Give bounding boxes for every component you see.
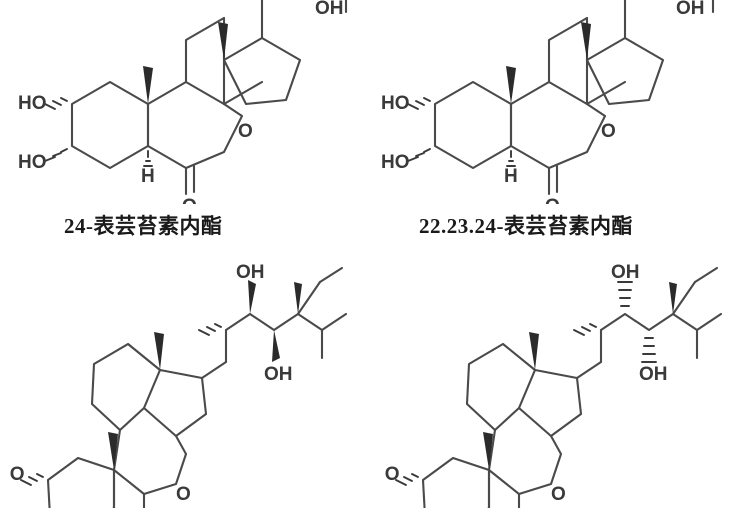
- caption-top-right: 22.23.24-表芸苔素内酯: [419, 214, 633, 238]
- hash-3a-2: [415, 152, 425, 157]
- bond-d-ring: [222, 36, 302, 106]
- bond-c17-ring: [200, 360, 228, 380]
- hash-2a-2: [415, 100, 425, 106]
- hash-c21-2: [206, 326, 216, 332]
- structure-diagram-bottom-left: OH OH HO HO O: [10, 258, 380, 508]
- bond-lactone-ring: [509, 102, 607, 170]
- wedge-methyl-c10: [143, 66, 153, 104]
- hash-3a-1: [60, 148, 68, 153]
- hash-3a-3: [44, 156, 56, 162]
- hash-2a-1: [36, 473, 44, 478]
- bond-isopropyl: [296, 312, 348, 332]
- label-ho-2alpha: HO: [18, 93, 47, 114]
- label-ho-3alpha: HO: [18, 152, 47, 173]
- hash-c21-1: [589, 323, 597, 328]
- label-oh-sidechain: OH: [315, 0, 344, 19]
- structure-svg-bottom-right: OH OH HO HO O: [385, 262, 723, 508]
- bond-b-lactone: [487, 428, 563, 496]
- bond-ethyl-terminus: [693, 266, 719, 284]
- bond-a-ring: [46, 456, 116, 508]
- wedge-ethyl: [669, 282, 677, 314]
- wedge-ethyl: [294, 282, 302, 314]
- bond-b-upper: [509, 16, 589, 106]
- bond-c-2: [184, 58, 226, 106]
- label-o-lactone: O: [601, 121, 616, 142]
- label-oh-22: OH: [611, 262, 640, 283]
- label-h-junction: H: [504, 166, 518, 187]
- label-oh-23: OH: [264, 364, 293, 385]
- label-o-carbonyl: O: [182, 196, 197, 204]
- label-h-junction: H: [141, 166, 155, 187]
- bond-b-lactone: [112, 428, 188, 496]
- bond-d-ring: [585, 36, 665, 106]
- hash-3a-3: [407, 156, 419, 162]
- bond-ring-a: [70, 80, 150, 170]
- hash-c21-1: [214, 323, 222, 328]
- label-oh-22: OH: [236, 262, 265, 283]
- hash-2a-2: [52, 100, 62, 106]
- wedge-methyl-c13: [154, 332, 164, 370]
- label-ho-2alpha: HO: [381, 93, 410, 114]
- label-oh-sidechain: OH: [676, 0, 705, 19]
- hash-2a-2: [28, 476, 38, 482]
- label-oh-23: OH: [639, 364, 668, 385]
- structure-svg-top-left: HO HO H O O OH: [18, 0, 348, 204]
- hash-2a-2: [403, 476, 413, 482]
- bond-sidechain-backbone: [224, 280, 322, 332]
- bond-d-ring: [142, 368, 208, 438]
- bond-lactone-ring: [146, 102, 244, 170]
- bond-d-ring: [517, 368, 583, 438]
- label-ho-2alpha: HO: [385, 464, 400, 485]
- caption-top-left: 24-表芸苔素内酯: [64, 214, 223, 238]
- bond-ring-a: [433, 80, 513, 170]
- bond-c-ring: [90, 342, 162, 432]
- label-o-lactone: O: [238, 121, 253, 142]
- label-ho-2alpha: HO: [10, 464, 25, 485]
- hash-c21-3: [198, 329, 210, 336]
- bond-c-2: [547, 58, 589, 106]
- wedge-methyl-c10: [483, 432, 493, 470]
- hash-2a-3: [44, 103, 56, 110]
- wedge-oh-22: [248, 280, 256, 314]
- bond-ethyl-terminus: [318, 266, 344, 284]
- bond-isopropyl: [671, 312, 723, 332]
- wedge-methyl-c13: [529, 332, 539, 370]
- wedge-methyl-c10: [108, 432, 118, 470]
- wedge-methyl-c13: [218, 22, 228, 60]
- wedge-methyl-c10: [506, 66, 516, 104]
- hash-3a-2: [52, 152, 62, 157]
- hash-2a-1: [411, 473, 419, 478]
- hash-3a-1: [423, 148, 431, 153]
- label-o-carbonyl: O: [545, 196, 560, 204]
- wedge-oh-23: [272, 330, 280, 362]
- hash-c21-3: [573, 329, 585, 336]
- bond-c17-ring: [575, 360, 603, 380]
- wedge-methyl-c13: [581, 22, 591, 60]
- hash-2a-3: [395, 479, 407, 486]
- hash-2a-3: [20, 479, 32, 486]
- hash-c21-2: [581, 326, 591, 332]
- structure-diagram-bottom-right: OH OH HO HO O: [385, 258, 750, 508]
- structure-svg-bottom-left: OH OH HO HO O: [10, 262, 348, 508]
- bond-c-3: [585, 80, 627, 106]
- bond-b-upper: [146, 16, 226, 106]
- structure-diagram-top-right: HO HO H O O OH: [373, 0, 718, 204]
- label-o-lactone: O: [176, 484, 191, 505]
- hash-2a-3: [407, 103, 419, 110]
- bond-a-ring: [421, 456, 491, 508]
- label-o-lactone: O: [551, 484, 566, 505]
- structure-diagram-top-left: HO HO H O O OH: [10, 0, 350, 204]
- bond-c-3: [222, 80, 264, 106]
- bond-sidechain-backbone: [599, 280, 697, 332]
- hash-2a-1: [423, 97, 431, 102]
- bond-c-ring: [465, 342, 537, 432]
- label-ho-3alpha: HO: [381, 152, 410, 173]
- hash-2a-1: [60, 97, 68, 102]
- structure-svg-top-right: HO HO H O O OH: [381, 0, 715, 204]
